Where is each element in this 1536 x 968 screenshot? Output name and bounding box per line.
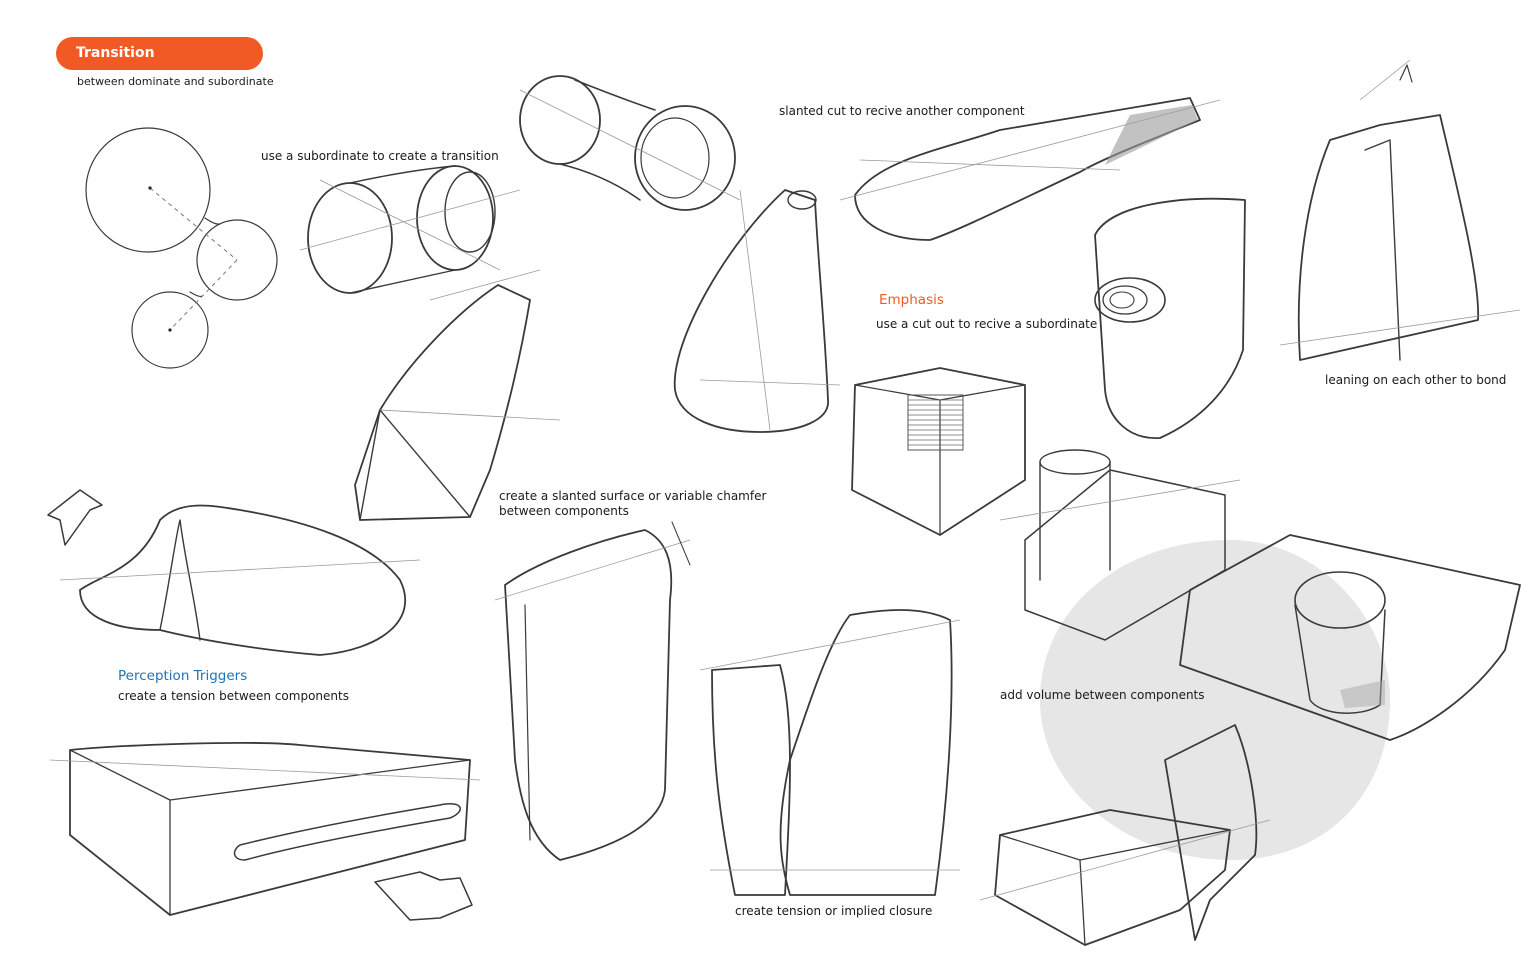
transition-subtitle: between dominate and subordinate bbox=[77, 75, 274, 88]
twin-cylinder-sketch bbox=[299, 165, 521, 294]
up-arrow-sketch bbox=[47, 489, 103, 546]
annotation-slanted-cut: slanted cut to recive another component bbox=[779, 104, 1025, 118]
large-box-cylinder-sketch bbox=[1179, 534, 1521, 741]
perception-title: Perception Triggers bbox=[118, 668, 248, 684]
annotation-tension-closure: create tension or implied closure bbox=[735, 904, 933, 918]
slanted-slab-sketch bbox=[494, 521, 691, 861]
annotation-slanted-surface-line2: between components bbox=[499, 504, 629, 518]
down-arrow-sketch bbox=[374, 871, 473, 921]
transition-title-pill: Transition bbox=[56, 37, 263, 70]
annotation-subordinate-transition: use a subordinate to create a transition bbox=[261, 149, 499, 163]
blob-sketch bbox=[59, 504, 421, 656]
slanted-bar-sketch bbox=[839, 97, 1221, 241]
rounded-box-sketch bbox=[1094, 197, 1246, 439]
annotation-slanted-surface-line1: create a slanted surface or variable cha… bbox=[499, 489, 767, 503]
perception-subtitle: create a tension between components bbox=[118, 689, 349, 703]
emphasis-title: Emphasis bbox=[879, 292, 944, 308]
annotation-leaning: leaning on each other to bond bbox=[1325, 373, 1507, 387]
wedge-sketch bbox=[354, 269, 561, 521]
emphasis-subtitle: use a cut out to recive a subordinate bbox=[876, 317, 1098, 331]
tension-slabs-sketch bbox=[699, 609, 961, 896]
leaning-shape-sketch bbox=[1279, 59, 1521, 361]
dumbbell-sketch bbox=[519, 75, 741, 211]
cylinder-box-sketch bbox=[999, 449, 1241, 641]
tray-sketch bbox=[49, 742, 481, 916]
annotation-add-volume: add volume between components bbox=[1000, 688, 1205, 702]
cutout-cube-sketch bbox=[851, 367, 1026, 536]
shade-disc bbox=[1040, 540, 1390, 860]
volume-components-sketch bbox=[979, 724, 1271, 946]
circles-diagram bbox=[85, 127, 278, 369]
cone-sketch bbox=[673, 189, 841, 433]
